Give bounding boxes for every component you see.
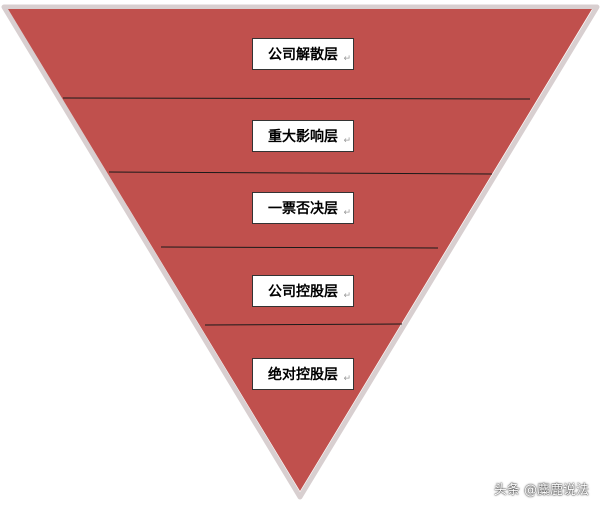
paragraph-mark-icon: ↵ — [343, 208, 351, 218]
layer-label-major-influence: 重大影响层 ↵ — [252, 120, 354, 152]
layer-label-dissolution: 公司解散层 ↵ — [252, 38, 354, 70]
layer-divider-3 — [160, 246, 439, 249]
watermark: 头条 @麋鹿说法 — [493, 483, 589, 498]
paragraph-mark-icon: ↵ — [343, 374, 351, 384]
paragraph-mark-icon: ↵ — [343, 54, 351, 64]
paragraph-mark-icon: ↵ — [343, 136, 351, 146]
layer-divider-1 — [62, 97, 531, 100]
layer-label-veto: 一票否决层 ↵ — [252, 192, 354, 224]
layer-divider-2 — [108, 171, 493, 175]
paragraph-mark-icon: ↵ — [343, 291, 351, 301]
layer-divider-4 — [204, 323, 403, 326]
layer-label-company-control: 公司控股层 ↵ — [252, 275, 354, 307]
layer-label-text: 重大影响层 — [268, 129, 338, 145]
layer-label-text: 一票否决层 — [268, 201, 338, 217]
layer-label-text: 公司控股层 — [268, 284, 338, 300]
layer-label-text: 绝对控股层 — [268, 367, 338, 383]
pyramid-body — [8, 9, 592, 491]
layer-label-absolute-control: 绝对控股层 ↵ — [252, 358, 354, 390]
pyramid-outline — [1, 4, 600, 500]
layer-label-text: 公司解散层 — [268, 47, 338, 63]
